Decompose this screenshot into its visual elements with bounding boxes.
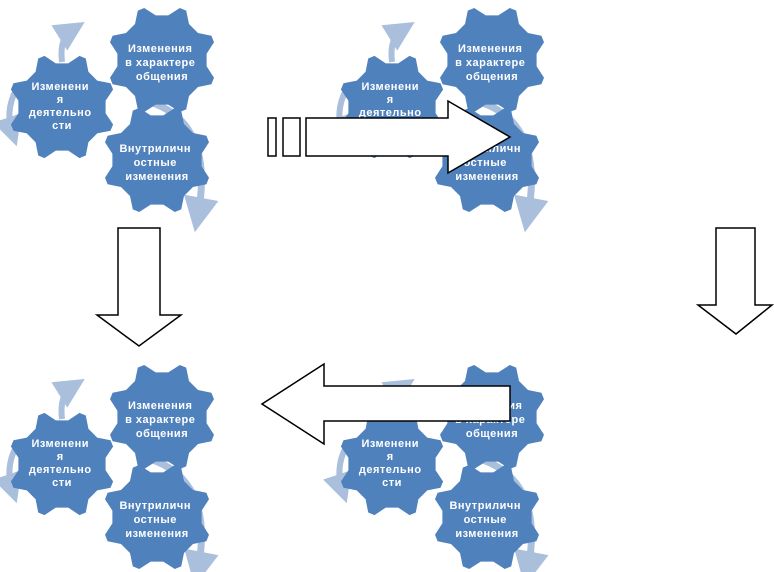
gear-activity-line2: я: [387, 94, 394, 106]
gear-internal-line3: изменения: [125, 171, 188, 183]
gear-internal-line3: изменения: [455, 528, 518, 540]
arrow-down-left: [94, 227, 184, 347]
gear-activity-line1: Изменени: [361, 81, 419, 93]
cycle-arrow-top: [381, 22, 415, 63]
gear-activity: Изменени я деятельно сти: [10, 412, 114, 516]
gear-internal-line3: изменения: [455, 171, 518, 183]
arrow-right: [267, 99, 512, 175]
cluster-top-left: Изменени я деятельно сти Изменения в хар…: [0, 8, 219, 233]
gear-internal-line2: остные: [134, 514, 177, 526]
svg-text:Внутриличн остные: Внутриличн остные изменения: [119, 500, 194, 540]
gear-activity-line3: деятельно: [29, 107, 92, 119]
arrow-left: [260, 362, 511, 446]
gear-activity: Изменени я деятельно сти: [340, 412, 444, 516]
svg-text:Изменени я дея: Изменени я деятельно сти: [359, 438, 425, 489]
gear-communication: Изменения в характере общения: [440, 8, 544, 112]
gear-activity-line2: я: [387, 451, 394, 463]
gear-activity-line1: Изменени: [31, 81, 89, 93]
svg-text:Изменени я дея: Изменени я деятельно сти: [29, 81, 95, 132]
arrow-right-stripe-1: [267, 117, 277, 157]
cycle-arrow-top: [51, 22, 85, 63]
svg-text:Внутриличн остные: Внутриличн остные изменения: [449, 500, 524, 540]
gear-communication-line3: общения: [136, 428, 188, 440]
gear-communication-line3: общения: [136, 71, 188, 83]
gear-internal-line1: Внутриличн: [449, 500, 521, 512]
svg-text:Изменения в характере: Изменения в характере общения: [125, 400, 199, 440]
svg-text:Изменения в характере: Изменения в характере общения: [125, 43, 199, 83]
gear-internal-line2: остные: [464, 514, 507, 526]
gear-communication-line1: Изменения: [128, 400, 192, 412]
gear-activity: Изменени я деятельно сти: [10, 55, 114, 159]
gear-activity-line4: сти: [52, 477, 72, 489]
gear-activity-line2: я: [57, 94, 64, 106]
gear-communication-line2: в характере: [455, 57, 525, 69]
gear-communication: Изменения в характере общения: [110, 365, 214, 469]
gear-internal: Внутриличн остные изменения: [105, 108, 209, 212]
gear-communication-line3: общения: [466, 71, 518, 83]
gear-activity-line3: деятельно: [359, 107, 422, 119]
cluster-top-right: Изменени я деятельно сти Изменения в хар…: [323, 8, 549, 233]
cluster-bottom-left: Изменени я деятельно сти Изменения в хар…: [0, 365, 219, 572]
gear-communication-line3: общения: [466, 428, 518, 440]
gear-activity-line3: деятельно: [359, 464, 422, 476]
gear-activity-line3: деятельно: [29, 464, 92, 476]
gear-activity-line4: сти: [382, 477, 402, 489]
gear-communication-line2: в характере: [125, 57, 195, 69]
gear-communication-line1: Изменения: [458, 43, 522, 55]
gear-activity-line2: я: [57, 451, 64, 463]
gear-activity-line4: сти: [52, 120, 72, 132]
gear-internal-line2: остные: [464, 157, 507, 169]
gear-internal-line3: изменения: [125, 528, 188, 540]
gear-internal-line1: Внутриличн: [119, 143, 191, 155]
svg-text:Внутриличн остные: Внутриличн остные изменения: [119, 143, 194, 183]
gear-communication-line1: Изменения: [128, 43, 192, 55]
gear-internal: Внутриличн остные изменения: [105, 465, 209, 569]
svg-text:Изменени я дея: Изменени я деятельно сти: [29, 438, 95, 489]
arrow-down-right: [695, 227, 774, 335]
cycle-arrow-top: [51, 379, 85, 420]
gear-activity-line1: Изменени: [31, 438, 89, 450]
gear-internal-line2: остные: [134, 157, 177, 169]
gear-internal-line1: Внутриличн: [119, 500, 191, 512]
gear-communication: Изменения в характере общения: [110, 8, 214, 112]
gear-communication-line2: в характере: [125, 414, 195, 426]
arrow-right-stripe-2: [282, 117, 301, 157]
svg-text:Изменения в характере: Изменения в характере общения: [455, 43, 529, 83]
gear-activity-line1: Изменени: [361, 438, 419, 450]
gear-internal: Внутриличн остные изменения: [435, 465, 539, 569]
arrow-right-body: [305, 99, 512, 175]
